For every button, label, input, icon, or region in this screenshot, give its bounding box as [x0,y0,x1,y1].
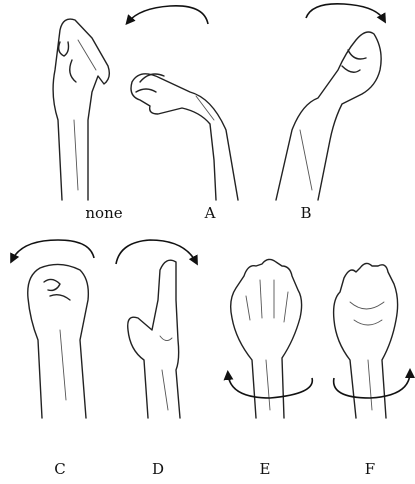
counter-clockwise-arrow [228,374,312,398]
panel-label-f: F [365,460,375,478]
panel-label-none: none [85,204,122,222]
hand-ulnar-deviation-drawing [128,260,180,418]
panel-label-c: C [54,460,65,478]
clockwise-arrow [306,4,384,20]
panel-label-d: D [152,460,164,478]
panel-c: C [12,240,94,478]
panel-a: A [128,6,238,222]
panel-d: D [116,240,196,478]
counter-clockwise-arrow [12,240,94,260]
panel-label-b: B [300,204,311,222]
hand-radial-deviation-fist-drawing [28,264,89,418]
hand-wrist-flexion-drawing [131,74,238,200]
clockwise-arrow [334,372,410,398]
panel-label-a: A [204,204,216,222]
counter-clockwise-arrow [128,6,208,24]
panel-label-e: E [260,460,271,478]
panel-b: B [276,4,384,222]
panel-none: none [53,19,123,222]
panel-f: F [334,263,410,478]
hand-wrist-extension-drawing [276,32,381,200]
hand-neutral-drawing [53,19,109,200]
panel-e: E [228,259,312,478]
clockwise-arrow [116,240,196,264]
